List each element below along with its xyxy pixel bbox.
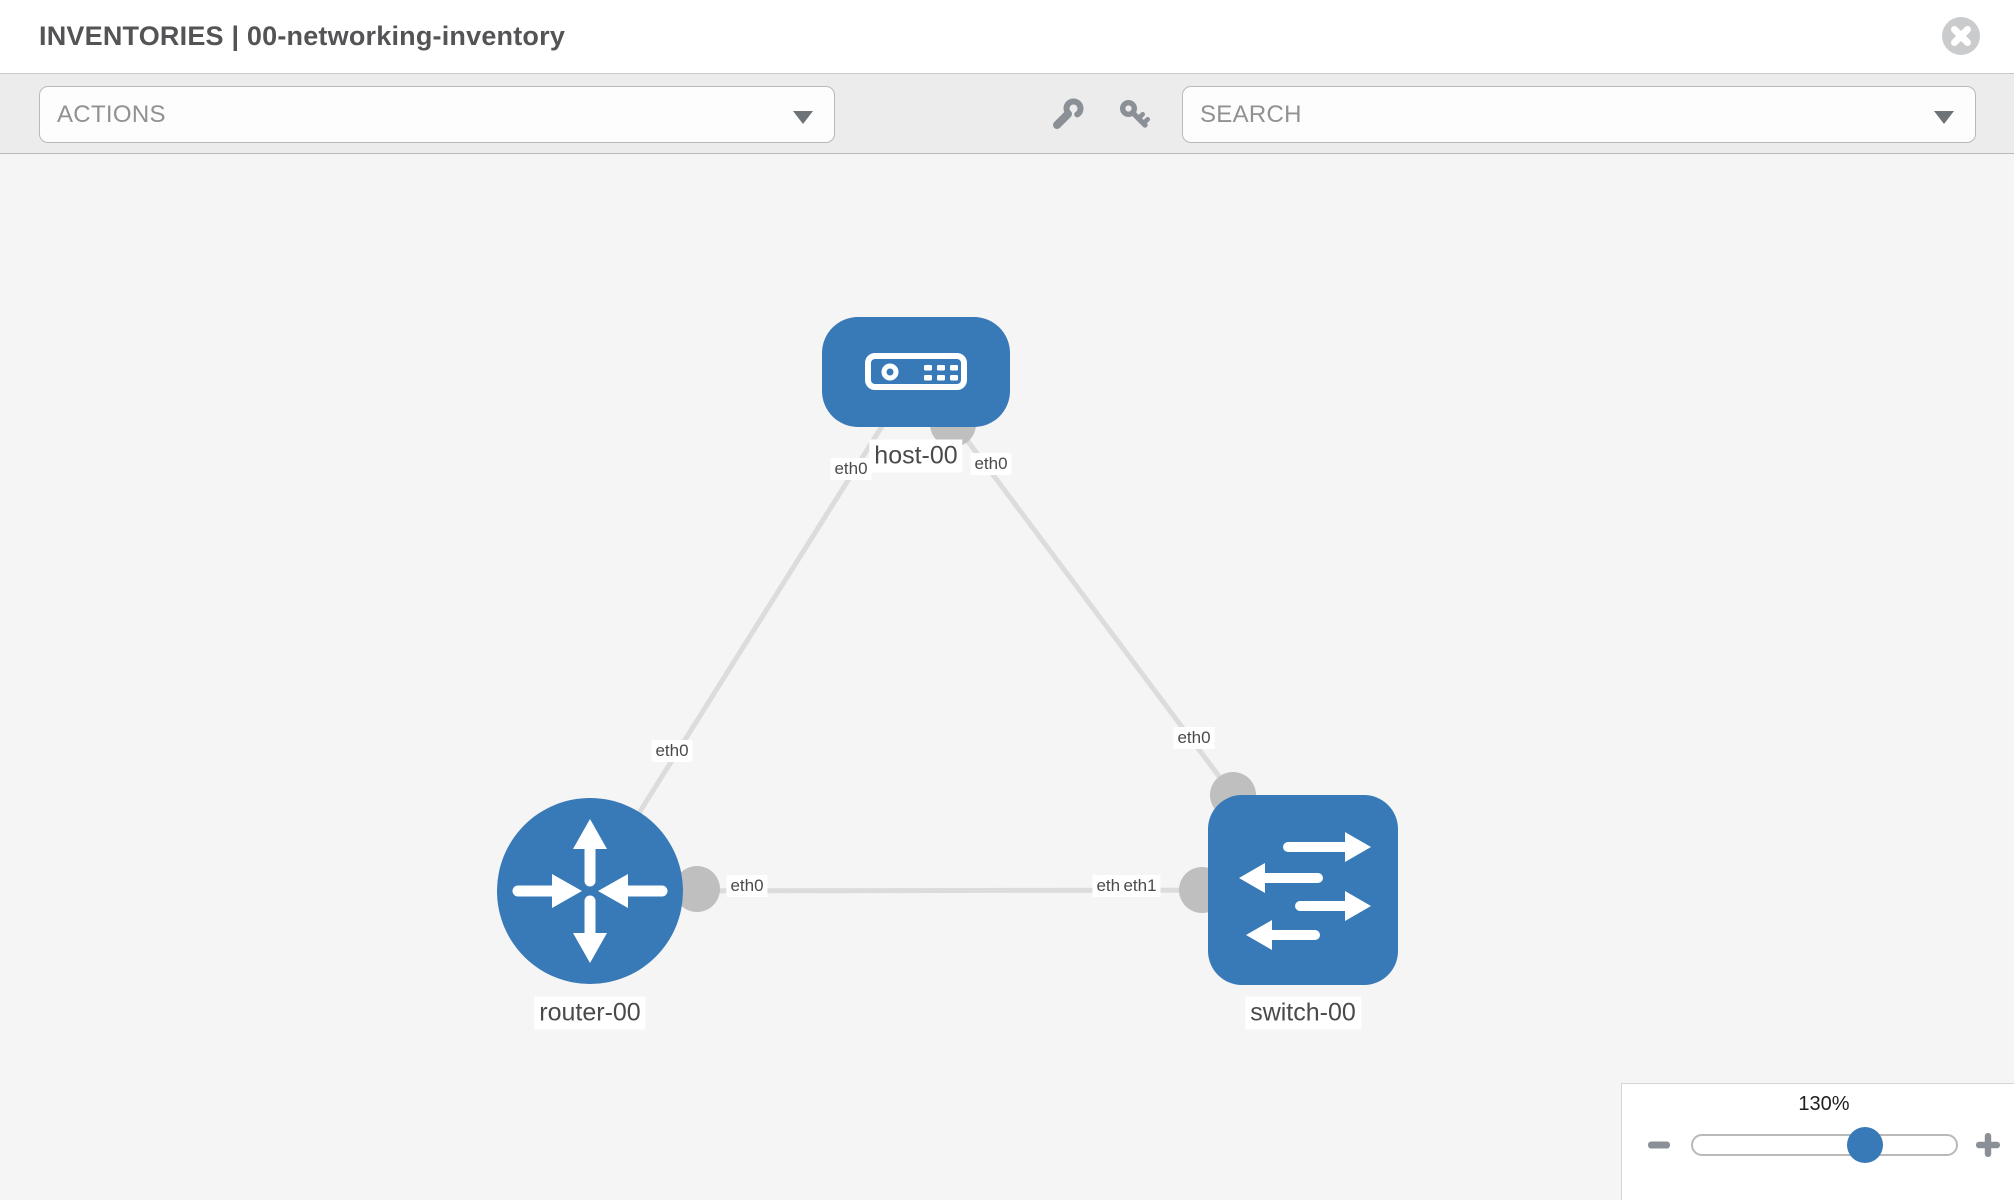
key-icon — [1119, 99, 1151, 128]
toolbar: ACTIONS SEARCH — [0, 73, 2014, 154]
actions-dropdown[interactable]: ACTIONS — [39, 86, 835, 143]
chevron-down-icon — [1934, 111, 1954, 124]
link-host-00-switch-00 — [913, 370, 1236, 797]
modal-header: INVENTORIES | 00-networking-inventory — [0, 0, 2014, 73]
actions-dropdown-label: ACTIONS — [57, 100, 166, 128]
close-icon — [1951, 26, 1971, 46]
node-host-00[interactable] — [822, 317, 1010, 427]
interface-connector — [674, 866, 720, 912]
node-router-00[interactable] — [497, 798, 683, 984]
key-button[interactable] — [1113, 86, 1157, 143]
minus-icon — [1648, 1141, 1670, 1149]
wrench-icon — [1053, 98, 1084, 129]
search-dropdown[interactable]: SEARCH — [1182, 86, 1976, 143]
node-switch-00[interactable] — [1208, 795, 1398, 985]
wrench-button[interactable] — [1045, 86, 1089, 143]
plus-icon — [1976, 1133, 2000, 1157]
close-button[interactable] — [1942, 17, 1980, 55]
page-title: INVENTORIES | 00-networking-inventory — [39, 21, 566, 51]
zoom-in-button[interactable] — [1972, 1129, 2004, 1161]
zoom-out-button[interactable] — [1645, 1131, 1673, 1159]
zoom-panel: 130% — [1621, 1083, 2014, 1200]
zoom-slider-track[interactable] — [1691, 1134, 1958, 1156]
zoom-percent-value: 130% — [1798, 1093, 1850, 1115]
search-placeholder: SEARCH — [1200, 100, 1302, 128]
chevron-down-icon — [793, 111, 813, 124]
zoom-slider-thumb[interactable] — [1846, 1127, 1883, 1163]
